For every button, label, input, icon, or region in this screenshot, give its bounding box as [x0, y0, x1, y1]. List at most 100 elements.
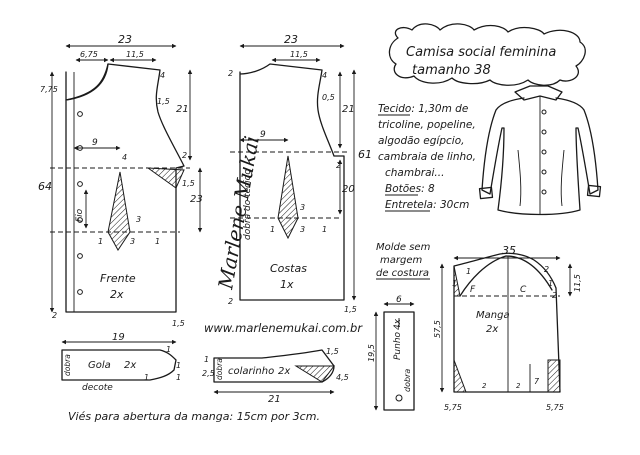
materials-block: Tecido: 1,30m de tricoline, popeline, al…: [378, 103, 476, 212]
collar-qty: 2x: [278, 366, 290, 377]
title-block: Camisa social feminina tamanho 38: [388, 23, 586, 86]
front-dart-d: 4: [122, 153, 127, 162]
no-seam-note: Molde sem margem de costura: [376, 242, 431, 280]
bias-note: Viés para abertura da manga: 15cm por 3c…: [68, 410, 320, 423]
back-fold-label: dobra do tecido: [243, 169, 253, 240]
sleeve-width: 35: [502, 244, 516, 257]
sleeve-mark-b: 2: [516, 382, 521, 390]
materials-line-5: chambrai...: [385, 167, 444, 179]
shirt-button: [541, 149, 547, 155]
sleeve-name: Manga: [476, 310, 510, 321]
sleeve-c: C: [520, 285, 527, 295]
back-armhole-h: 21: [342, 104, 355, 115]
front-dart-c: 1: [98, 237, 103, 246]
materials-line-1: Tecido: 1,30m de: [378, 103, 468, 115]
shirt-dart-right: [560, 149, 565, 207]
shirt-dart-left: [517, 149, 522, 207]
no-seam-line-2: margem: [380, 255, 422, 266]
sleeve-cap-w: 1: [466, 267, 471, 276]
front-waist-dart: [107, 171, 131, 251]
sleeve-piece: F C Manga 2x 35 1 2 1 11,5 1 2 57,5 5,75…: [433, 244, 582, 412]
materials-line-3: algodão egípcio,: [378, 135, 464, 147]
sleeve-length: 57,5: [433, 320, 442, 338]
materials-buttons: Botões: 8: [385, 183, 435, 195]
back-dart-a: 3: [300, 203, 305, 212]
back-dart-c: 1: [270, 225, 275, 234]
back-bottom-l: 2: [228, 297, 233, 306]
cuff-name: Punho: [393, 331, 403, 360]
sleeve-qty: 2x: [486, 324, 498, 335]
front-side: 23: [190, 194, 203, 205]
sleeve-cuff-l: 5,75: [444, 403, 462, 412]
front-armhole-h: 21: [176, 104, 189, 115]
front-buttonhole: [77, 289, 83, 295]
front-neck-drop: 7,75: [40, 85, 58, 94]
front-armhole: 1,5: [157, 97, 170, 106]
back-piece: dobra do tecido Costas 1x 23 11,5 4 0,5 …: [228, 33, 372, 314]
collar-height: 2,5: [202, 369, 215, 378]
watermark-signature: Marlene Mukai: [213, 134, 264, 292]
front-grain-label: Fio: [75, 208, 85, 222]
back-dart-w: 9: [260, 130, 266, 140]
cuff-width: 6: [396, 295, 402, 305]
collar-band-end: 1: [166, 345, 171, 354]
front-shoulder-w: 11,5: [126, 50, 144, 59]
cuff-qty: 4x: [393, 318, 403, 330]
back-dart-b: 3: [300, 225, 305, 234]
back-armhole: 0,5: [322, 93, 335, 102]
collar-end: 4,5: [336, 373, 349, 382]
back-shoulder-w: 11,5: [290, 50, 308, 59]
front-dart-a: 3: [136, 215, 141, 224]
front-dart-b: 3: [130, 237, 135, 246]
front-buttonhole: [77, 111, 83, 117]
front-buttonhole: [77, 253, 83, 259]
title-line-1: Camisa social feminina: [406, 45, 556, 60]
collar-band-piece: 19 dobra Gola 2x decote 1 1 1 1: [61, 332, 181, 393]
front-bust-dart: [146, 167, 185, 189]
back-neck-drop: 2: [228, 69, 233, 78]
cuff-fold: dobra: [403, 369, 412, 392]
title-line-2: tamanho 38: [412, 63, 491, 78]
collar-band-outline: [61, 349, 177, 381]
website-url: www.marlenemukai.com.br: [204, 321, 363, 335]
back-side: 20: [342, 184, 355, 195]
sleeve-hatch-right: [547, 359, 561, 393]
no-seam-line-1: Molde sem: [376, 242, 431, 253]
back-bottom-r: 1,5: [344, 305, 357, 314]
shirt-button: [541, 189, 547, 195]
shirt-button: [541, 109, 547, 115]
front-waist-in: 1: [155, 237, 160, 246]
collar-fold: dobra: [215, 358, 224, 380]
front-bust-in: 2: [182, 151, 187, 160]
collar-band-right: 1: [176, 373, 181, 382]
sleeve-cuff-r: 5,75: [546, 403, 564, 412]
shirt-cuff-left: [478, 186, 494, 200]
sleeve-cap-r: 2: [544, 265, 549, 274]
sleeve-cap-l: 1: [452, 279, 457, 288]
cuff-button: [395, 394, 403, 402]
collar-band-end-r: 1: [176, 361, 181, 370]
cuff-piece: 6 19,5 Punho 4x dobra: [367, 295, 415, 411]
title-cloud: [388, 23, 586, 86]
sleeve-mark-a: 2: [482, 382, 487, 390]
back-outline: [239, 63, 345, 301]
shirt-button: [541, 169, 547, 175]
front-dart-w: 9: [92, 138, 98, 148]
sleeve-cap-a: 1: [548, 279, 553, 288]
front-piece: Fio Frente 2x 23 6,75 11,5 7,75 4 1,5 64…: [38, 33, 203, 328]
back-qty: 1x: [280, 278, 294, 291]
shirt-button: [541, 129, 547, 135]
collar-point: 1,5: [326, 347, 339, 356]
front-neckline: [65, 63, 109, 101]
collar-band-height: 1: [144, 373, 149, 382]
back-width-top: 23: [284, 33, 298, 46]
front-width-top: 23: [118, 33, 132, 46]
materials-line-2: tricoline, popeline,: [378, 119, 476, 131]
collar-name: colarinho: [228, 366, 274, 377]
sleeve-cap-b: 2: [552, 291, 557, 300]
collar-band-fold: dobra: [63, 354, 72, 376]
no-seam-line-3: de costura: [376, 268, 429, 279]
sleeve-f: F: [470, 285, 476, 295]
front-qty: 2x: [110, 288, 124, 301]
